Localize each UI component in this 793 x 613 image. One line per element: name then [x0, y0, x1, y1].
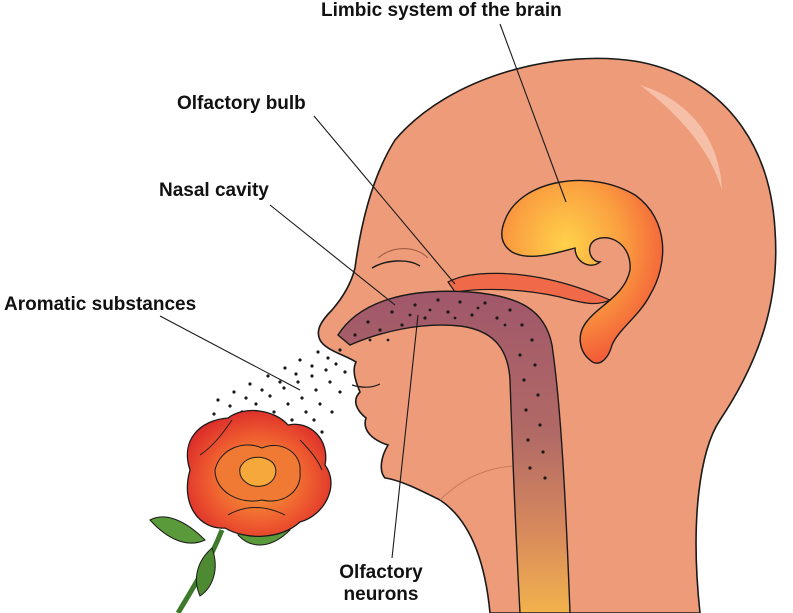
- rose-leaf-bottom: [196, 547, 216, 597]
- eye-closed: [371, 260, 421, 269]
- mouth: [351, 383, 381, 388]
- eyelid: [377, 248, 429, 259]
- rose-leaf-left: [149, 516, 206, 544]
- head-highlight: [640, 85, 722, 190]
- leader-bulb: [313, 115, 456, 285]
- label-olfactory-neurons-line2: neurons: [343, 583, 419, 605]
- rose-flower: [186, 409, 332, 537]
- leader-aromatic: [159, 315, 301, 391]
- olfactory-receptor-dots: [353, 298, 547, 480]
- label-olfactory-bulb: Olfactory bulb: [177, 93, 306, 114]
- leader-neurons: [391, 314, 419, 559]
- leader-nasal: [269, 204, 396, 306]
- label-olfactory-neurons-line1: Olfactory: [339, 562, 423, 583]
- leader-limbic: [499, 23, 567, 203]
- label-nasal-cavity: Nasal cavity: [159, 180, 269, 201]
- label-limbic-system: Limbic system of the brain: [321, 0, 562, 21]
- limbic-system: [501, 179, 664, 364]
- leader-lines: [159, 23, 567, 559]
- olfactory-bulb: [447, 272, 612, 305]
- label-olfactory-neurons: Olfactory neurons: [331, 562, 431, 606]
- label-aromatic-substances: Aromatic substances: [4, 294, 197, 315]
